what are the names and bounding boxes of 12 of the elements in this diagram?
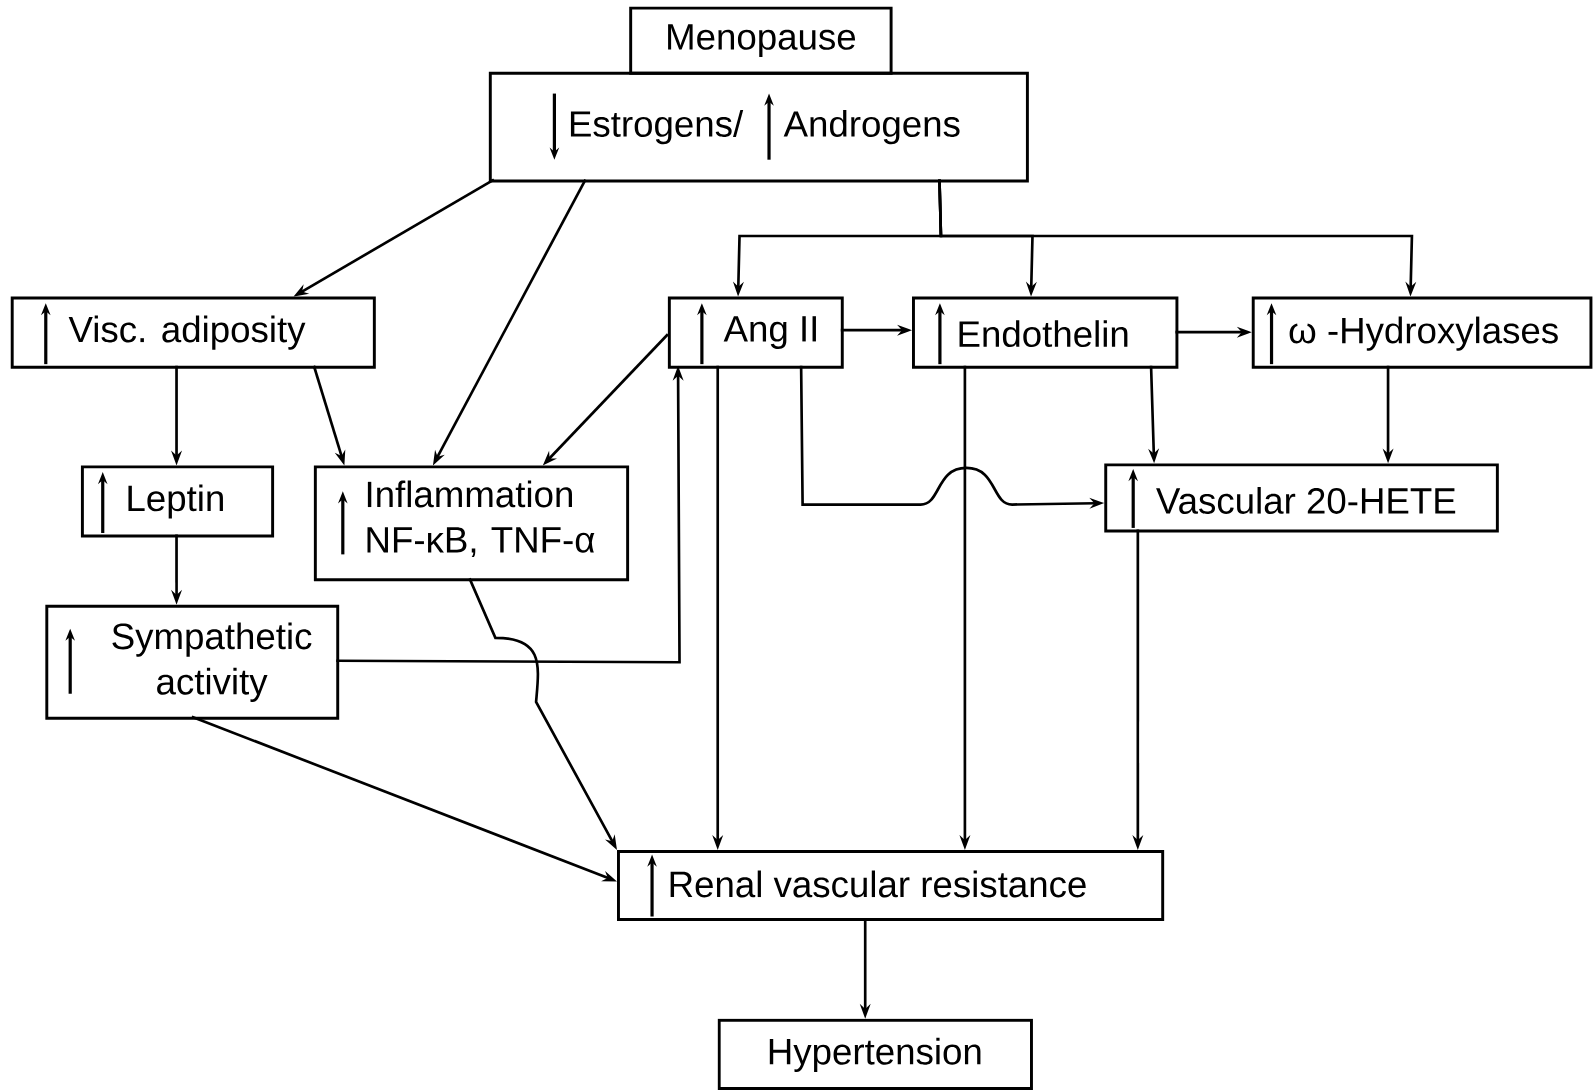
process-box: Leptin bbox=[80, 465, 275, 538]
process-box: Inflammation NF-κB, TNF-α bbox=[313, 465, 630, 582]
process-box: Renal vascular resistance bbox=[617, 849, 1165, 922]
process-box: Ang II bbox=[667, 296, 844, 369]
process-box: Estrogens/ Androgens bbox=[488, 71, 1029, 183]
process-box: Menopause bbox=[629, 6, 893, 75]
process-box: Vascular 20-HETE bbox=[1104, 463, 1499, 533]
process-box: Visc. adiposity bbox=[10, 296, 376, 369]
process-box: Sympathetic activity bbox=[45, 604, 340, 720]
process-box: Hypertension bbox=[717, 1018, 1033, 1090]
process-box: Endothelin bbox=[912, 296, 1179, 369]
process-box: ω -Hydroxylases bbox=[1251, 296, 1593, 369]
